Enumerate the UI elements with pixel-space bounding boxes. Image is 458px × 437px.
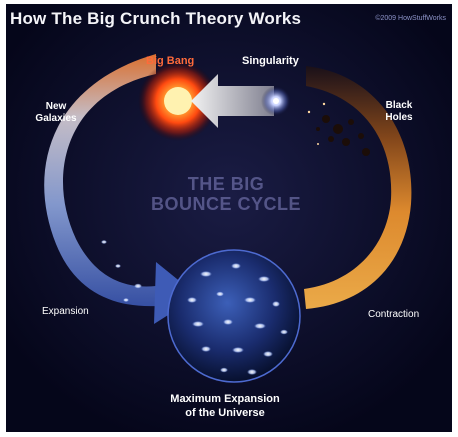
- center-label-line2: BOUNCE CYCLE: [150, 194, 301, 214]
- black-holes-debris: [316, 115, 370, 156]
- label-black-holes-line1: Black: [385, 100, 413, 111]
- label-max-line1: Maximum Expansion: [170, 393, 280, 405]
- label-new-galaxies-line2: Galaxies: [35, 113, 77, 124]
- center-label: THE BIG BOUNCE CYCLE: [126, 174, 326, 214]
- infographic-panel: How The Big Crunch Theory Works ©2009 Ho…: [6, 4, 452, 432]
- contraction-band: [304, 66, 412, 309]
- label-new-galaxies-line1: New: [45, 101, 67, 112]
- label-expansion: Expansion: [42, 306, 89, 317]
- label-contraction: Contraction: [368, 309, 420, 320]
- page-title: How The Big Crunch Theory Works: [10, 9, 302, 28]
- label-black-holes-line2: Holes: [385, 112, 413, 123]
- expansion-band: [44, 54, 158, 307]
- label-new-galaxies: New Galaxies: [28, 101, 84, 125]
- label-max-line2: of the Universe: [185, 407, 265, 419]
- center-label-line1: THE BIG: [187, 174, 265, 194]
- big-bounce-diagram: [6, 4, 452, 432]
- label-maximum-expansion: Maximum Expansion of the Universe: [140, 392, 310, 420]
- label-big-bang: Big Bang: [146, 55, 195, 67]
- copyright-notice: ©2009 HowStuffWorks: [375, 15, 446, 22]
- label-black-holes: Black Holes: [374, 100, 424, 124]
- label-singularity: Singularity: [242, 55, 299, 67]
- galaxies: [187, 263, 288, 375]
- singularity-to-bang-arrow: [191, 74, 274, 128]
- universe-sphere: [167, 249, 301, 383]
